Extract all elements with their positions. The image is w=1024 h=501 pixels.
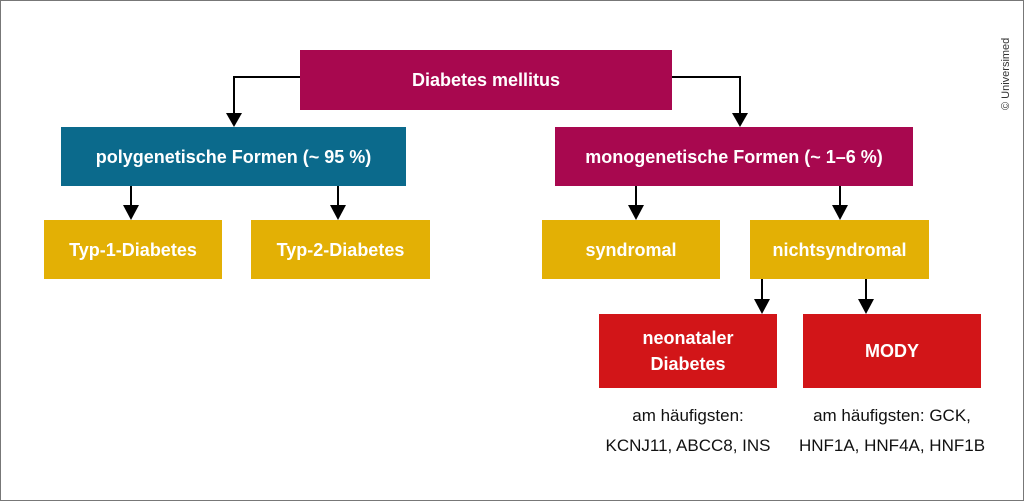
note-neonatal-line1: am häufigsten:	[632, 406, 744, 425]
note-neonatal-genes: am häufigsten: KCNJ11, ABCC8, INS	[578, 401, 798, 461]
note-neonatal-line2: KCNJ11, ABCC8, INS	[605, 436, 771, 455]
node-type2-diabetes: Typ-2-Diabetes	[251, 220, 430, 279]
arrow-root-poly	[233, 76, 300, 118]
node-monogenetic-forms: monogenetische Formen (~ 1–6 %)	[555, 127, 913, 186]
node-syndromal: syndromal	[542, 220, 720, 279]
note-mody-line1: am häufigsten: GCK,	[813, 406, 971, 425]
node-polygenetic-forms: polygenetische Formen (~ 95 %)	[61, 127, 406, 186]
note-mody-line2: HNF1A, HNF4A, HNF1B	[798, 436, 986, 455]
copyright-label: © Universimed	[1000, 37, 1012, 110]
node-diabetes-mellitus: Diabetes mellitus	[300, 50, 672, 110]
note-mody-genes: am häufigsten: GCK, HNF1A, HNF4A, HNF1B	[782, 401, 1002, 461]
node-type1-diabetes: Typ-1-Diabetes	[44, 220, 222, 279]
node-mody: MODY	[803, 314, 981, 388]
node-neonatal-diabetes: neonataler Diabetes	[599, 314, 777, 388]
node-nichtsyndromal: nichtsyndromal	[750, 220, 929, 279]
arrow-root-mono	[672, 76, 741, 118]
